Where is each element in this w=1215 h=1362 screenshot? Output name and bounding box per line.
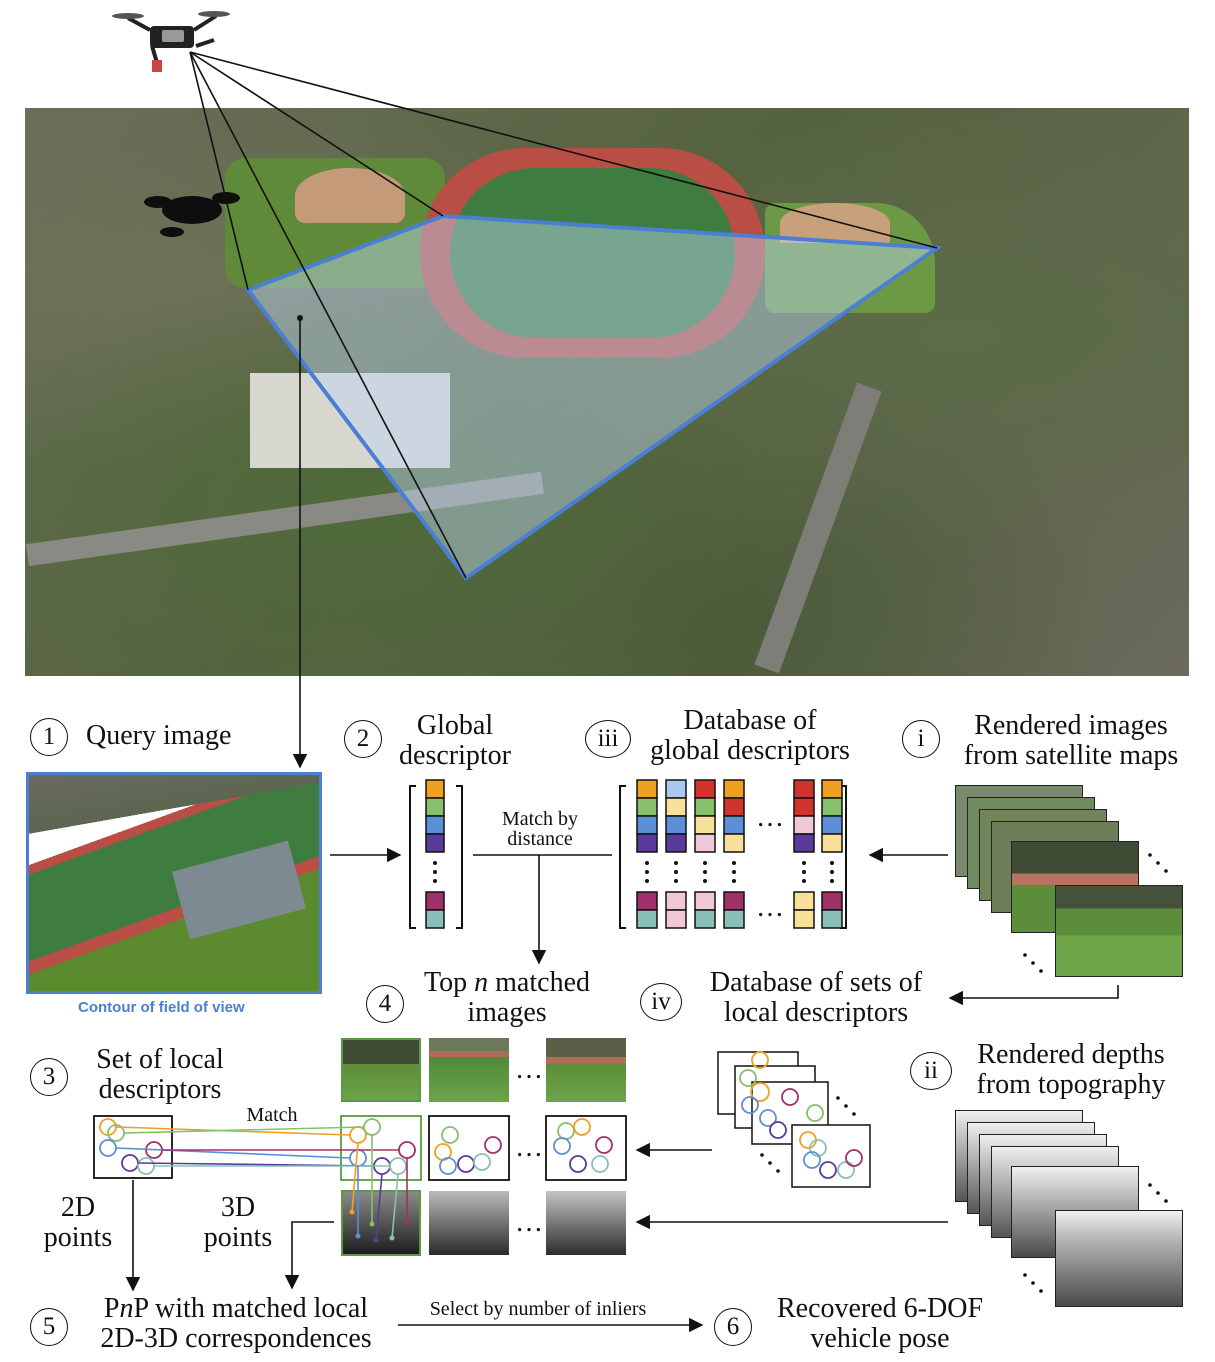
step-2-label-line1: Global xyxy=(416,710,494,741)
step-3-label-line2: descriptors xyxy=(98,1074,222,1105)
step-4-badge: 4 xyxy=(366,985,404,1023)
step-iii-label-line2: global descriptors xyxy=(650,735,850,766)
select-by-inliers-label: Select by number of inliers xyxy=(429,1298,647,1320)
step-6-label-line2: vehicle pose xyxy=(810,1323,950,1354)
step-1-label: Query image xyxy=(86,720,232,751)
step-ii-badge: ii xyxy=(910,1052,952,1090)
step-1-badge: 1 xyxy=(30,718,68,756)
depth-projection-points xyxy=(349,1209,410,1243)
drone-icon xyxy=(112,11,230,72)
points3d-arrow xyxy=(284,1221,334,1290)
step-6-badge: 6 xyxy=(714,1308,752,1346)
points3d-label-line2: points xyxy=(203,1222,273,1253)
matched-images-ellipsis: … xyxy=(515,1054,543,1085)
local-db-stack xyxy=(717,1051,871,1188)
view-rays xyxy=(189,51,938,579)
global-descriptor-dots xyxy=(433,861,437,883)
step-iii-label-line1: Database of xyxy=(683,705,817,736)
match-label: Match xyxy=(246,1104,298,1126)
step-i-label-line1: Rendered images xyxy=(974,710,1168,741)
global-descriptor-cells xyxy=(425,779,445,929)
local-db-keypoints xyxy=(739,1051,863,1179)
step-5-badge: 5 xyxy=(30,1308,68,1346)
step-iv-badge: iv xyxy=(640,983,682,1021)
step-i-badge: i xyxy=(902,720,940,758)
stack-ellipses xyxy=(760,853,1168,1293)
step-3-badge: 3 xyxy=(30,1058,68,1096)
rendered-images-stack xyxy=(955,785,1195,1005)
global-db-cells xyxy=(636,779,843,929)
step-iv-label-line2: local descriptors xyxy=(723,997,909,1028)
step-ii-label-line2: from topography xyxy=(976,1069,1166,1100)
matched-depth-2 xyxy=(429,1191,509,1255)
step-i-label-line2: from satellite maps xyxy=(963,740,1179,771)
matched-depth-n xyxy=(546,1191,626,1255)
match-by-distance-label-1: Match by xyxy=(501,808,579,830)
matched-depth-ellipsis: … xyxy=(515,1207,543,1238)
global-db-brackets xyxy=(619,785,847,929)
step-4-label-line1: Top n matched xyxy=(424,967,590,998)
step-iv-label-line1: Database of sets of xyxy=(709,967,923,998)
rendered-image xyxy=(1055,885,1183,977)
global-db-dots xyxy=(645,861,834,883)
matched-image-1 xyxy=(341,1038,421,1102)
step-iii-badge: iii xyxy=(585,720,631,758)
infield-left xyxy=(295,168,405,223)
football-field xyxy=(450,168,735,338)
matched-image-n xyxy=(546,1038,626,1102)
points3d-label-line1: 3D xyxy=(220,1192,256,1223)
match-lines xyxy=(115,1126,399,1167)
depth-projection-lines xyxy=(351,1135,408,1241)
school-building xyxy=(250,373,450,468)
step-2-badge: 2 xyxy=(344,720,382,758)
match-by-distance-label-2: distance xyxy=(507,828,573,850)
rendered-depths-stack xyxy=(955,1110,1195,1310)
step-5-label-line1: PnP with matched local xyxy=(103,1293,369,1324)
step-3-label-line1: Set of local xyxy=(96,1044,224,1075)
drone-shadow-icon xyxy=(144,192,240,237)
infield-right xyxy=(780,203,890,243)
step-ii-label-line1: Rendered depths xyxy=(977,1039,1165,1070)
query-image xyxy=(26,772,322,994)
step-6-label-line1: Recovered 6-DOF xyxy=(776,1293,984,1324)
global-descriptor-vector xyxy=(409,785,463,929)
query-local-box xyxy=(93,1115,173,1179)
global-db-ellipsis-bottom: … xyxy=(756,892,784,923)
step-5-label-line2: 2D-3D correspondences xyxy=(100,1323,372,1354)
step-2-label-line2: descriptor xyxy=(399,740,511,771)
rendered-to-localdb-arrow xyxy=(948,985,1119,1006)
points2d-label-line1: 2D xyxy=(60,1192,96,1223)
matched-image-2 xyxy=(429,1038,509,1102)
aerial-photo xyxy=(25,108,1189,676)
depth-map xyxy=(1055,1210,1183,1307)
matched-local-ellipsis: … xyxy=(515,1132,543,1163)
global-db-ellipsis-top: … xyxy=(756,802,784,833)
fov-polygon xyxy=(244,213,943,581)
step-4-label-line2: images xyxy=(467,997,547,1028)
fov-caption: Contour of field of view xyxy=(78,999,245,1016)
points2d-label-line2: points xyxy=(43,1222,113,1253)
